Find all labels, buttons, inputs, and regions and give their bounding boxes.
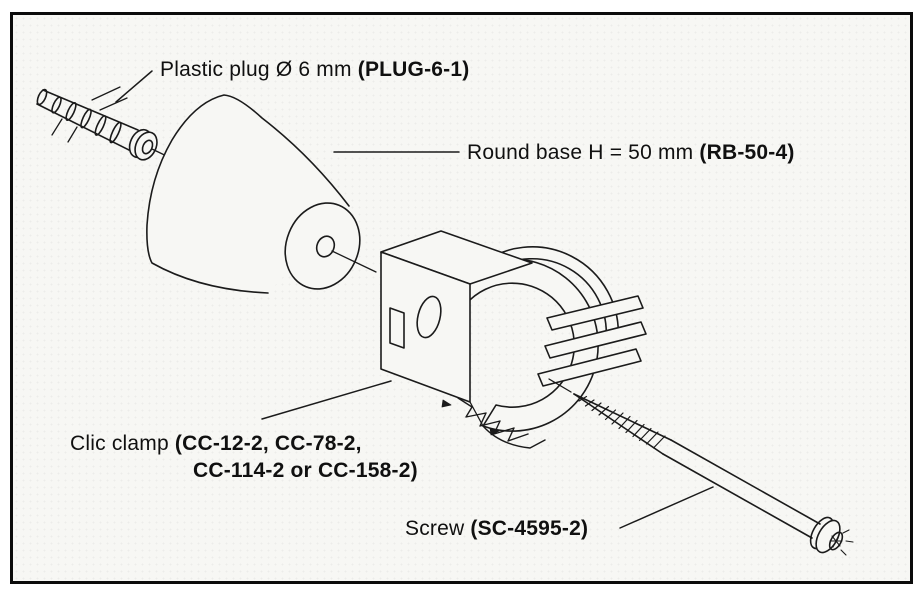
part-code2-clic-clamp: CC-114-2 or CC-158-2) xyxy=(193,459,418,482)
part-name-plastic-plug: Plastic plug Ø 6 mm xyxy=(160,58,352,81)
label-screw: Screw (SC-4595-2) xyxy=(405,515,588,542)
part-code-clic-clamp: (CC-12-2, CC-78-2, xyxy=(174,432,362,455)
part-code-screw: (SC-4595-2) xyxy=(470,517,589,540)
label-plastic-plug: Plastic plug Ø 6 mm (PLUG-6-1) xyxy=(160,56,469,83)
leader-line-plastic-plug xyxy=(115,70,153,103)
label-clic-clamp-line1: Clic clamp (CC-12-2, CC-78-2, xyxy=(70,430,418,457)
leader-lines xyxy=(115,70,714,529)
clic-clamp-drawing xyxy=(380,230,647,449)
part-name-round-base: Round base H = 50 mm xyxy=(467,141,694,164)
part-code-round-base: (RB-50-4) xyxy=(699,141,795,164)
part-name-clic-clamp: Clic clamp xyxy=(70,432,169,455)
screw-drawing xyxy=(573,393,854,556)
leader-line-clic-clamp xyxy=(261,380,392,420)
part-code-plastic-plug: (PLUG-6-1) xyxy=(357,58,470,81)
round-base-drawing xyxy=(146,94,377,294)
leader-line-screw xyxy=(619,486,714,529)
label-round-base: Round base H = 50 mm (RB-50-4) xyxy=(467,139,795,166)
plastic-plug-drawing xyxy=(36,86,178,162)
label-clic-clamp: Clic clamp (CC-12-2, CC-78-2, CC-114-2 o… xyxy=(70,430,418,484)
part-name-screw: Screw xyxy=(405,517,465,540)
